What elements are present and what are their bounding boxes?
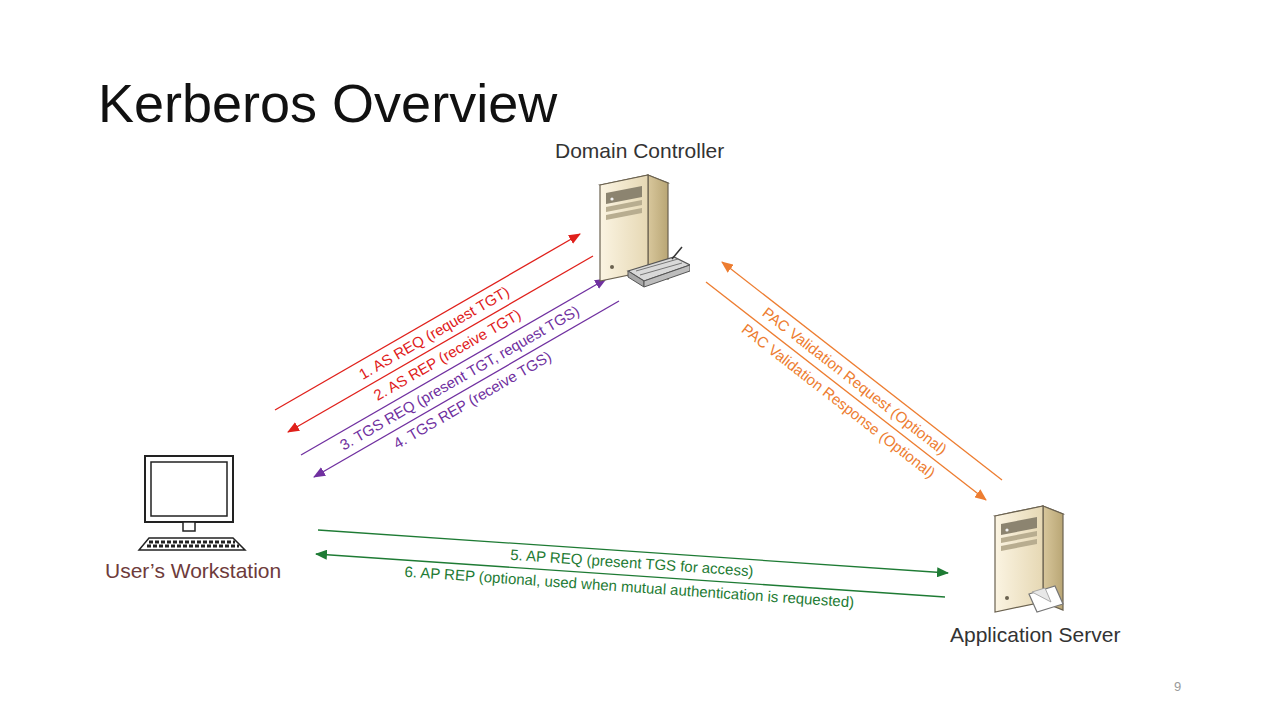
message-arrow bbox=[314, 301, 619, 477]
message-label: PAC Validation Response (Optional) bbox=[737, 320, 940, 483]
server-node: Domain Controller bbox=[555, 138, 724, 295]
computer-icon bbox=[137, 452, 249, 552]
node-label: Domain Controller bbox=[555, 138, 724, 163]
message-arrow bbox=[301, 279, 606, 455]
node-label: User’s Workstation bbox=[105, 558, 281, 583]
message-arrow bbox=[722, 262, 1002, 480]
message-arrow bbox=[288, 256, 593, 432]
page-number: 9 bbox=[1174, 679, 1181, 694]
message-arrow bbox=[706, 282, 986, 500]
server-node: Application Server bbox=[950, 498, 1120, 647]
server-icon bbox=[590, 167, 690, 295]
node-label: Application Server bbox=[950, 622, 1120, 647]
server-icon bbox=[985, 498, 1085, 616]
workstation-node: User’s Workstation bbox=[105, 452, 281, 583]
message-label: PAC Validation Request (Optional) bbox=[757, 303, 951, 459]
message-arrow bbox=[275, 234, 580, 410]
slide-title: Kerberos Overview bbox=[98, 72, 557, 134]
